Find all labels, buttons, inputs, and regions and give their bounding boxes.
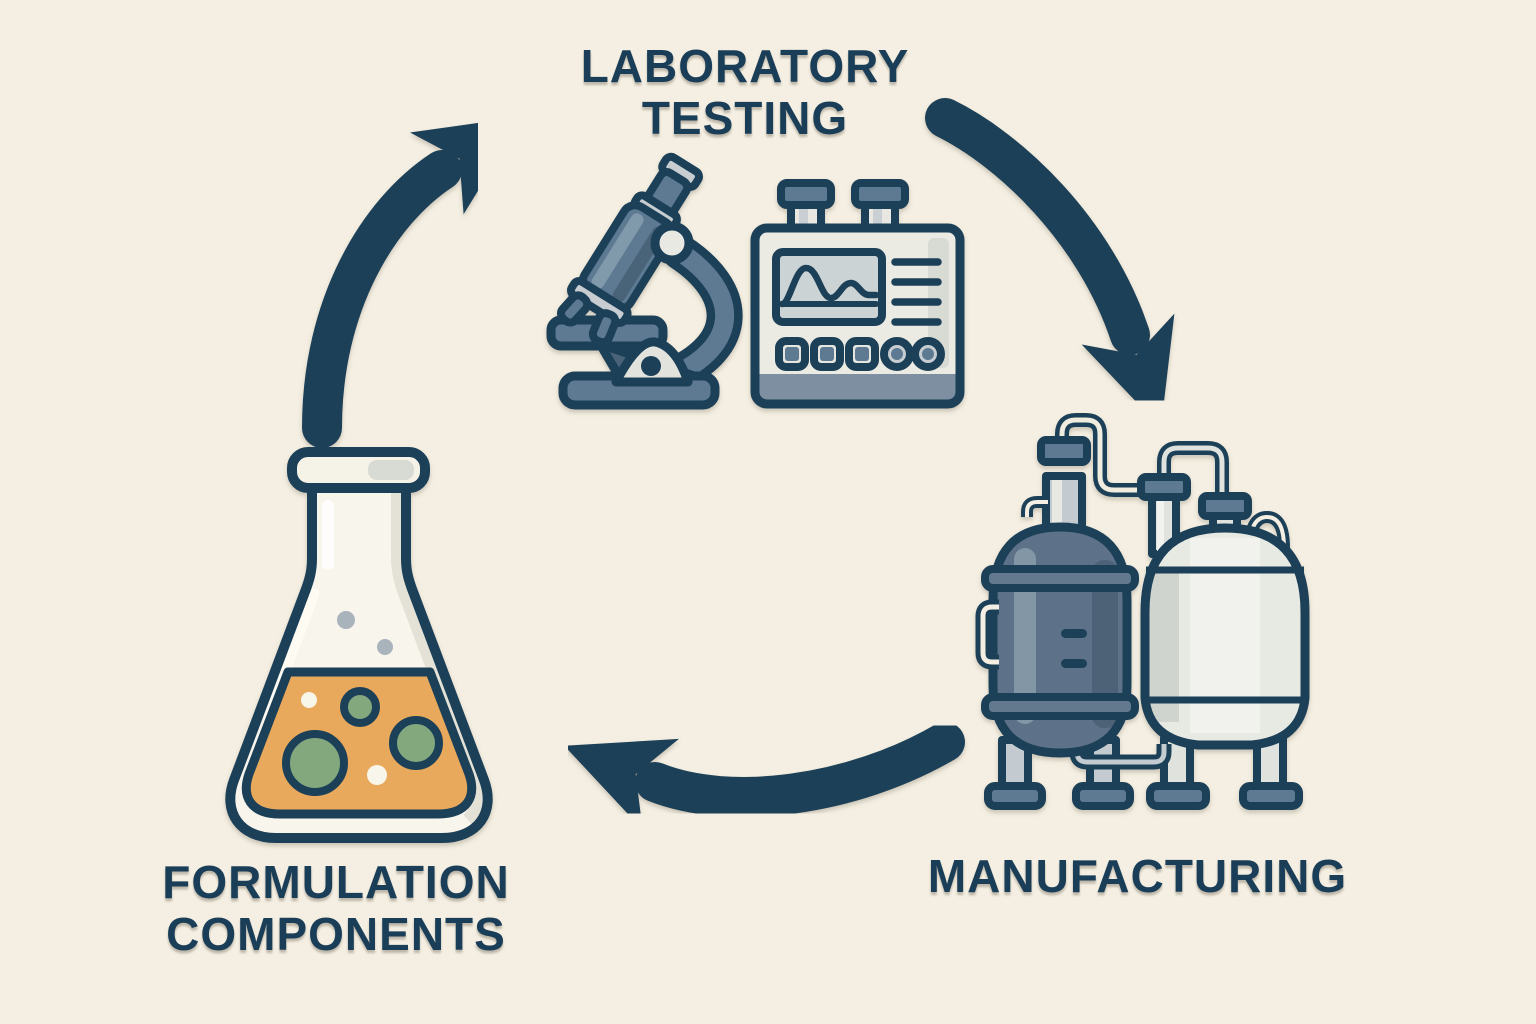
- microscope-icon: [546, 152, 743, 410]
- analyzer-icon: [750, 179, 965, 409]
- manufacturing-tanks-icon: [975, 413, 1310, 810]
- flask-icon: [225, 447, 493, 843]
- cycle-arrow-formulation-to-lab: [302, 116, 524, 448]
- laboratory-testing-line2: TESTING: [641, 92, 849, 144]
- formulation-components-line1: FORMULATION: [162, 856, 510, 908]
- node-label-laboratory-testing: LABORATORY TESTING: [510, 40, 980, 144]
- cycle-arrow-manufacturing-to-formulation: [564, 722, 965, 830]
- laboratory-testing-line1: LABORATORY: [580, 40, 910, 92]
- manufacturing-line1: MANUFACTURING: [927, 850, 1348, 902]
- cycle-arrow-lab-to-manufacturing: [925, 98, 1175, 428]
- node-label-manufacturing: MANUFACTURING: [900, 850, 1375, 902]
- node-label-formulation-components: FORMULATION COMPONENTS: [110, 856, 562, 960]
- formulation-components-line2: COMPONENTS: [166, 908, 506, 960]
